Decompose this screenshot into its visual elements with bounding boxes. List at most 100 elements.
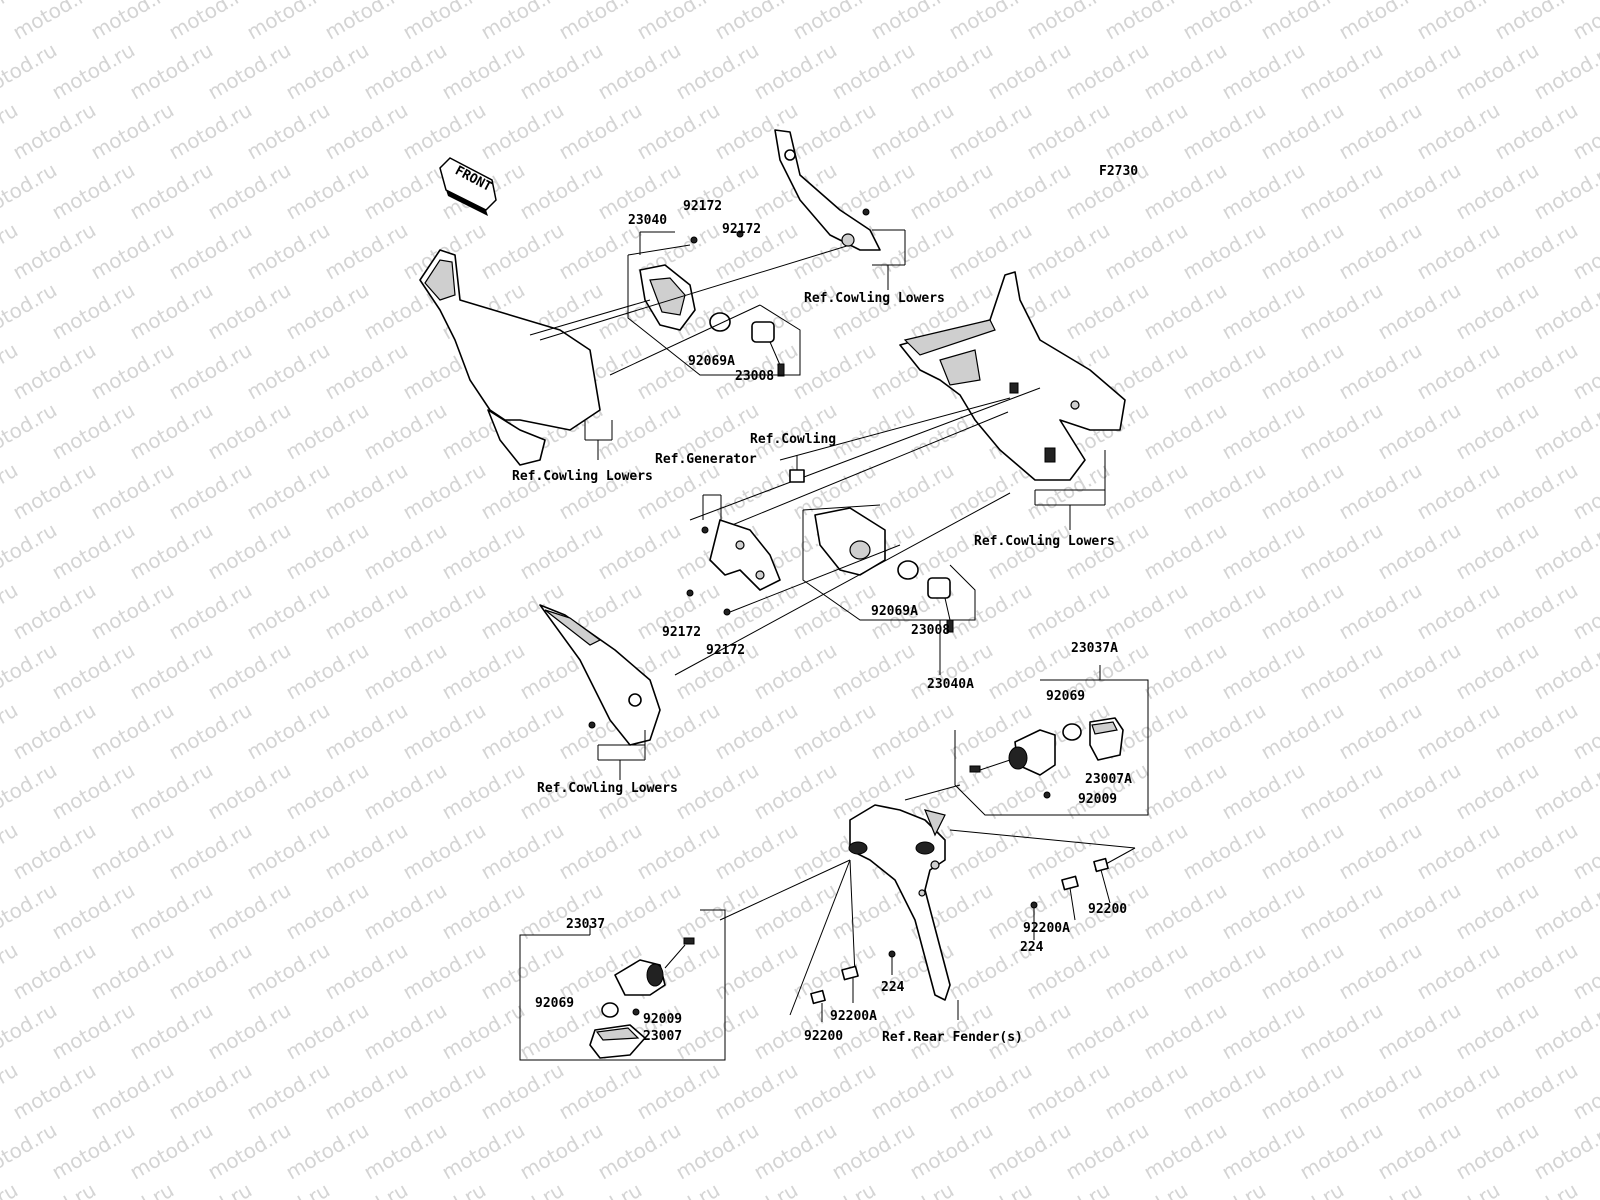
label-23037A[interactable]: 23037A: [1071, 641, 1118, 656]
watermark-text: motod.ru: [1218, 278, 1309, 345]
watermark-text: motod.ru: [321, 818, 412, 885]
label-ref-cowling-lowers-a[interactable]: Ref.Cowling Lowers: [804, 291, 945, 306]
front-arrow-icon: FRONT: [439, 157, 497, 216]
label-ref-cowling-lowers-c[interactable]: Ref.Cowling Lowers: [974, 534, 1115, 549]
watermark-text: motod.ru: [477, 818, 568, 885]
turn-signal-front-left-icon: [639, 264, 696, 331]
watermark-text: motod.ru: [1218, 998, 1309, 1065]
watermark-text: motod.ru: [165, 98, 256, 165]
watermark-text: motod.ru: [633, 98, 724, 165]
label-92200-b[interactable]: 92200: [804, 1029, 843, 1044]
watermark-text: motod.ru: [87, 698, 178, 765]
watermark-text: motod.ru: [1374, 1118, 1465, 1185]
watermark-text: motod.ru: [750, 758, 841, 825]
watermark-text: motod.ru: [1296, 638, 1387, 705]
watermark-text: motod.ru: [1335, 218, 1426, 285]
watermark-text: motod.ru: [1140, 758, 1231, 825]
label-224-a[interactable]: 224: [1020, 940, 1044, 955]
watermark-text: motod.ru: [1335, 98, 1426, 165]
label-23008-a[interactable]: 23008: [735, 369, 774, 384]
watermark-text: motod.ru: [243, 0, 334, 44]
watermark-text: motod.ru: [1530, 638, 1600, 705]
watermark-text: motod.ru: [48, 38, 139, 105]
watermark-text: motod.ru: [1374, 878, 1465, 945]
label-ref-cowling-lowers-b[interactable]: Ref.Cowling Lowers: [512, 469, 653, 484]
label-92069-b[interactable]: 92069: [535, 996, 574, 1011]
watermark-text: motod.ru: [1101, 0, 1192, 44]
label-ref-cowling-lowers-d[interactable]: Ref.Cowling Lowers: [537, 781, 678, 796]
label-92172-b[interactable]: 92172: [722, 222, 761, 237]
label-ref-cowling[interactable]: Ref.Cowling: [750, 432, 836, 447]
label-92200-a[interactable]: 92200: [1088, 902, 1127, 917]
watermark-text: motod.ru: [906, 638, 997, 705]
watermark-text: motod.ru: [1530, 158, 1600, 225]
watermark-text: motod.ru: [1296, 998, 1387, 1065]
watermark-text: motod.ru: [1140, 278, 1231, 345]
watermark-text: motod.ru: [204, 758, 295, 825]
watermark-text: motod.ru: [711, 818, 802, 885]
watermark-text: motod.ru: [126, 758, 217, 825]
watermark-text: motod.ru: [1491, 458, 1582, 525]
watermark-text: motod.ru: [1491, 0, 1582, 44]
watermark-text: motod.ru: [477, 218, 568, 285]
watermark-text: motod.ru: [711, 0, 802, 44]
watermark-text: motod.ru: [516, 1118, 607, 1185]
watermark-text: motod.ru: [1257, 1178, 1348, 1200]
watermark-text: motod.ru: [1296, 758, 1387, 825]
watermark-text: motod.ru: [165, 818, 256, 885]
watermark-text: motod.ru: [48, 878, 139, 945]
label-ref-rear-fender[interactable]: Ref.Rear Fender(s): [882, 1030, 1023, 1045]
watermark-text: motod.ru: [438, 38, 529, 105]
watermark-text: motod.ru: [0, 398, 61, 465]
watermark-text: motod.ru: [1218, 638, 1309, 705]
label-92200A-a[interactable]: 92200A: [1023, 921, 1070, 936]
watermark-text: motod.ru: [399, 1178, 490, 1200]
watermark-text: motod.ru: [0, 638, 61, 705]
label-92172-a[interactable]: 92172: [683, 199, 722, 214]
watermark-text: motod.ru: [1491, 218, 1582, 285]
watermark-text: motod.ru: [1023, 98, 1114, 165]
watermark-text: motod.ru: [243, 938, 334, 1005]
label-ref-generator[interactable]: Ref.Generator: [655, 452, 757, 467]
watermark-text: motod.ru: [516, 158, 607, 225]
socket-23008-upper-icon: [751, 321, 785, 377]
label-23007A[interactable]: 23007A: [1085, 772, 1132, 787]
watermark-text: motod.ru: [867, 1058, 958, 1125]
bulb-92069-upper-icon: [1062, 723, 1082, 741]
watermark-text: motod.ru: [87, 1178, 178, 1200]
watermark-text: motod.ru: [360, 758, 451, 825]
watermark-text: motod.ru: [633, 1058, 724, 1125]
watermark-text: motod.ru: [48, 158, 139, 225]
label-92200A-b[interactable]: 92200A: [830, 1009, 877, 1024]
socket-23008-lower-icon: [927, 577, 954, 633]
watermark-text: motod.ru: [399, 458, 490, 525]
watermark-text: motod.ru: [1374, 158, 1465, 225]
label-23008-b[interactable]: 23008: [911, 623, 950, 638]
watermark-text: motod.ru: [1530, 278, 1600, 345]
label-92069A-a[interactable]: 92069A: [688, 354, 735, 369]
label-224-b[interactable]: 224: [881, 980, 905, 995]
label-23007[interactable]: 23007: [643, 1029, 682, 1044]
label-23040A[interactable]: 23040A: [927, 677, 974, 692]
watermark-text: motod.ru: [828, 638, 919, 705]
label-92009-b[interactable]: 92009: [643, 1012, 682, 1027]
watermark-text: motod.ru: [0, 278, 61, 345]
label-92069-a[interactable]: 92069: [1046, 689, 1085, 704]
watermark-text: motod.ru: [87, 98, 178, 165]
watermark-text: motod.ru: [1335, 458, 1426, 525]
label-92172-c[interactable]: 92172: [662, 625, 701, 640]
label-92069A-b[interactable]: 92069A: [871, 604, 918, 619]
label-92009-a[interactable]: 92009: [1078, 792, 1117, 807]
watermark-text: motod.ru: [1218, 1118, 1309, 1185]
watermark-text: motod.ru: [438, 758, 529, 825]
watermark-text: motod.ru: [672, 758, 763, 825]
watermark-text: motod.ru: [906, 38, 997, 105]
label-23040[interactable]: 23040: [628, 213, 667, 228]
watermark-text: motod.ru: [87, 218, 178, 285]
watermark-text: motod.ru: [1296, 1118, 1387, 1185]
label-92172-d[interactable]: 92172: [706, 643, 745, 658]
watermark-text: motod.ru: [165, 578, 256, 645]
label-23037[interactable]: 23037: [566, 917, 605, 932]
watermark-text: motod.ru: [360, 998, 451, 1065]
